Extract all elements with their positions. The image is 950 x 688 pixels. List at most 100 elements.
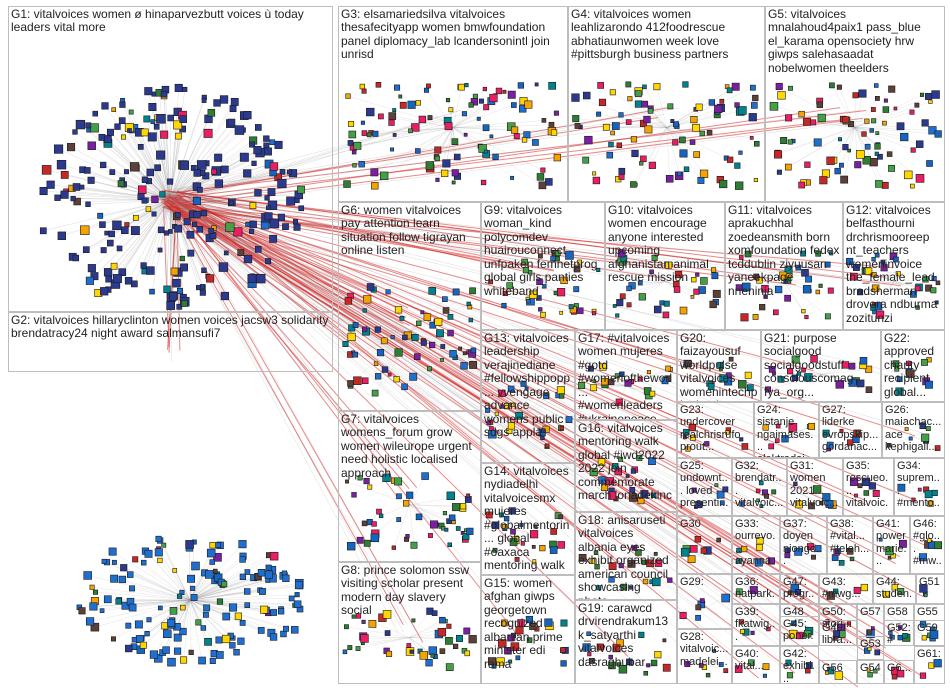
group-label: G45: poner... — [783, 618, 816, 646]
group-cell-g61: G61: — [914, 646, 945, 684]
group-cell-g5: G5: vitalvoices mnalahoud4paix1 pass_blu… — [765, 6, 945, 202]
group-cell-g15: G15: women afghan giwps georgetown recog… — [481, 575, 575, 684]
group-cell-g9: G9: vitalvoices woman_kind polycomdev hu… — [481, 202, 605, 330]
group-label: G28: vitalvoic... madelei... — [680, 631, 729, 668]
group-label: G58 — [887, 606, 911, 618]
group-cell-g17: G17: #vitalvoices women mujeres #gotd #w… — [575, 330, 677, 420]
group-label: G20: faizayousuf worldpulse vitalvoices … — [680, 332, 758, 402]
group-label: G51 — [919, 576, 942, 588]
group-cell-g11: G11: vitalvoices aprakuchhal zoedeansmit… — [725, 202, 843, 330]
group-label: G19: carawcd drvirendrakum13 k_satyarthi… — [578, 602, 674, 669]
group-label: G48 — [783, 606, 816, 618]
group-cell-g33: G33: ourrevo... ayanna... — [732, 516, 780, 574]
group-cell-g8: G8: prince solomon ssw visiting scholar … — [338, 562, 481, 684]
group-cell-g34: G34: suprem... #mento... — [894, 458, 945, 516]
group-label: G37: doyen niongo... — [783, 518, 824, 567]
group-label: G54 — [860, 662, 881, 674]
group-cell-g7: G7: vitalvoices womens_forum grow women … — [338, 411, 481, 562]
group-label: G14: vitalvoices nydiadelhi vitalvoicesm… — [484, 465, 572, 575]
group-cell-g21: G21: purpose socialgood socialgoodstuff … — [761, 330, 881, 402]
group-label: G61: — [917, 648, 942, 660]
group-cell-g43: G43: #mwg... — [819, 574, 873, 604]
group-label: G7: vitalvoices womens_forum grow women … — [341, 413, 478, 480]
group-label: G32: brendatr... vitalvoic... — [735, 460, 784, 509]
group-cell-g16: G16: vitalvoices mentoring walk global #… — [575, 420, 677, 512]
group-label: G40: vital... — [735, 648, 777, 673]
group-cell-g23: G23: undercover realchrisrufo prout... — [677, 402, 754, 458]
group-cell-g60: G6... — [884, 660, 914, 684]
group-label: G24: sistanje ngaimases... elektradaj... — [757, 404, 816, 458]
group-cell-g37: G37: doyen niongo... — [780, 516, 827, 574]
group-label: G12: vitalvoices belfasthourni drchrismo… — [846, 204, 942, 325]
group-label: G34: suprem... #mento... — [897, 460, 942, 516]
group-label: G57 — [860, 606, 881, 618]
group-cell-g2: G2: vitalvoices hillaryclinton women voi… — [8, 312, 333, 372]
group-cell-g1: G1: vitalvoices women ø hinaparvezbutt v… — [8, 6, 333, 312]
group-cell-g14: G14: vitalvoices nydiadelhi vitalvoicesm… — [481, 463, 575, 575]
group-cell-g20: G20: faizayousuf worldpulse vitalvoices … — [677, 330, 761, 402]
group-label: G6: women vitalvoices pay attention lear… — [341, 204, 478, 258]
group-cell-g38: G38: #vital... #teleh... — [827, 516, 873, 574]
group-label: G30 — [680, 518, 729, 530]
group-label: G42: exhibi... — [783, 648, 816, 684]
group-cell-g42: G42: exhibi... — [780, 646, 819, 684]
group-cell-g32: G32: brendatr... vitalvoic... — [732, 458, 787, 516]
group-cell-g59: G59 — [914, 620, 945, 646]
group-label: G25: undownt... loved presenti... — [680, 460, 729, 509]
group-label: G21: purpose socialgood socialgoodstuff … — [764, 332, 878, 399]
group-label: G8: prince solomon ssw visiting scholar … — [341, 564, 478, 618]
group-cell-g46: G46: #glo... #mw... — [910, 516, 945, 574]
group-label: G22: approved charity recipient global..… — [884, 332, 942, 399]
group-cell-g13: G13: vitalvoices leadership verajinedian… — [481, 330, 575, 463]
group-cell-g25: G25: undownt... loved presenti... — [677, 458, 732, 516]
group-cell-g31: G31: women 2021... vitalvoic... — [787, 458, 843, 516]
group-label: G33: ourrevo... ayanna... — [735, 518, 777, 574]
group-cell-g28: G28: vitalvoic... madelei... — [677, 629, 732, 684]
group-label: G18: anisaruseti vitalvoices albania eye… — [578, 514, 674, 600]
group-label: G26: maiachac... ace kephigall... — [885, 404, 942, 453]
group-label: G23: undercover realchrisrufo prout... — [680, 404, 751, 453]
group-label: G46: #glo... #mw... — [913, 518, 942, 574]
group-cell-g24: G24: sistanje ngaimases... elektradaj... — [754, 402, 819, 458]
group-cell-g39: G39: fkatwig... — [732, 604, 780, 646]
group-label: G52: # #... — [887, 622, 911, 646]
group-cell-g26: G26: maiachac... ace kephigall... — [882, 402, 945, 458]
group-cell-g30: G30 — [677, 516, 732, 574]
group-cell-g35: G35: rescueo... vitalvoic... — [843, 458, 894, 516]
group-label: G59 — [917, 622, 942, 634]
group-label: G36: natpark... nemus... — [735, 576, 777, 604]
group-label: G13: vitalvoices leadership verajinedian… — [484, 332, 572, 440]
group-cell-g6: G6: women vitalvoices pay attention lear… — [338, 202, 481, 411]
group-label: G56 — [822, 662, 854, 674]
group-label: G10: vitalvoices women encourage anyone … — [608, 204, 722, 285]
group-cell-g18: G18: anisaruseti vitalvoices albania eye… — [575, 512, 677, 600]
group-label: G5: vitalvoices mnalahoud4paix1 pass_blu… — [768, 8, 942, 75]
group-cell-g29: G29: — [677, 574, 732, 629]
group-label: G41: power marie... — [876, 518, 907, 567]
group-cell-g51: G51 — [916, 574, 945, 604]
group-cell-g52: G52: # #... — [884, 620, 914, 646]
group-cell-g36: G36: natpark... nemus... — [732, 574, 780, 604]
group-cell-g10: G10: vitalvoices women encourage anyone … — [605, 202, 725, 330]
group-label: G43: #mwg... — [822, 576, 870, 601]
group-label: G17: #vitalvoices women mujeres #gotd #w… — [578, 332, 674, 420]
group-cell-g40: G40: vital... — [732, 646, 780, 684]
group-label: G1: vitalvoices women ø hinaparvezbutt v… — [11, 8, 330, 35]
group-label: G2: vitalvoices hillaryclinton women voi… — [11, 314, 330, 341]
group-label: G47: progr... — [783, 576, 816, 604]
group-label: G44: studen... — [876, 576, 913, 604]
group-label: G38: #vital... #teleh... — [830, 518, 870, 555]
group-cell-g22: G22: approved charity recipient global..… — [881, 330, 945, 402]
group-label: G16: vitalvoices mentoring walk global #… — [578, 422, 674, 503]
group-cell-g47: G47: progr... — [780, 574, 819, 604]
group-label: G39: fkatwig... — [735, 606, 777, 643]
group-label: G11: vitalvoices aprakuchhal zoedeansmit… — [728, 204, 840, 298]
group-label: G50: stori... — [822, 606, 854, 631]
group-cell-g45: G45: poner... — [780, 616, 819, 646]
group-label: G55 — [917, 606, 942, 618]
group-cell-g44: G44: studen... — [873, 574, 916, 604]
group-label: G27: liderke evropskip... gordanac... — [822, 404, 879, 453]
group-cell-g56: G56 — [819, 660, 857, 684]
group-label: G15: women afghan giwps georgetown recog… — [484, 577, 572, 671]
